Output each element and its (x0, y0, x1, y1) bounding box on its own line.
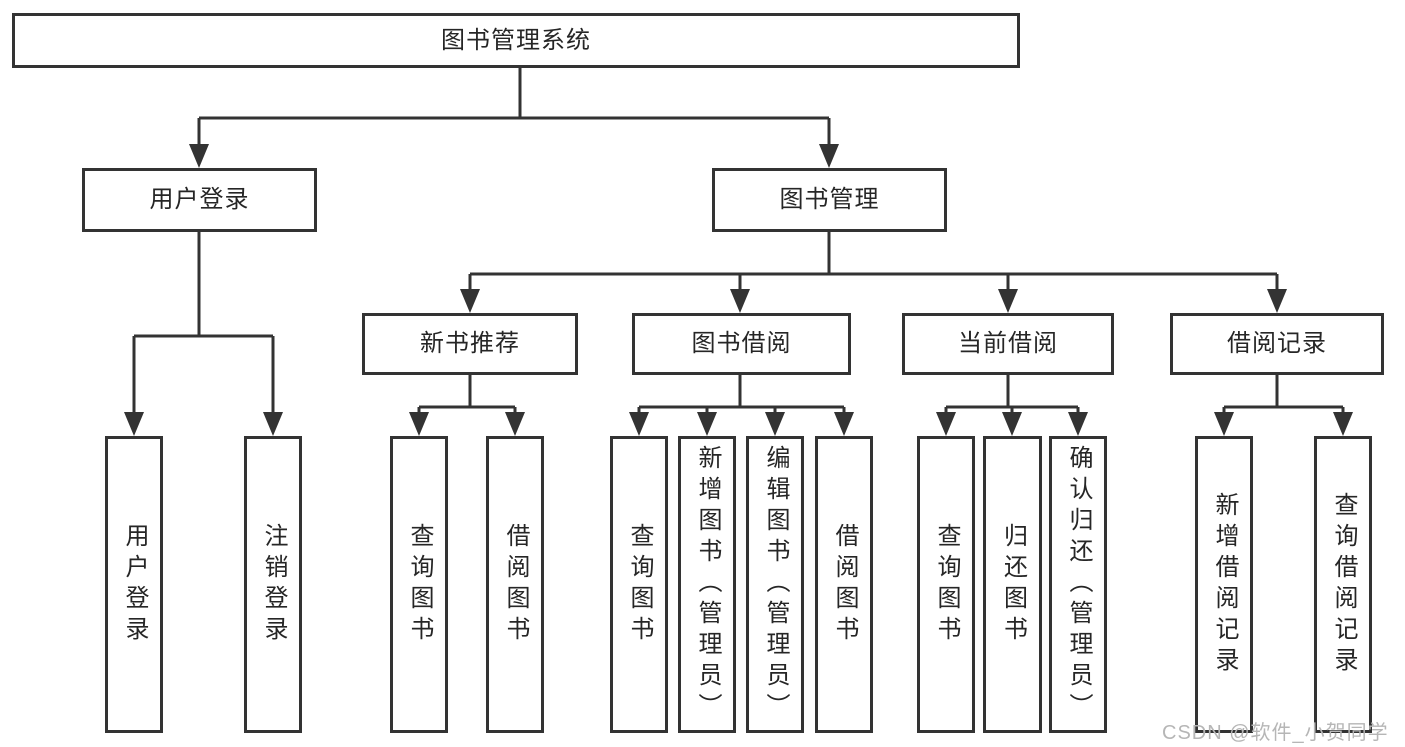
node-leaf-user-login: 用户登录 (105, 436, 163, 733)
node-label: 查询图书 (933, 522, 960, 647)
node-leaf-query-books-recommend: 查询图书 (390, 436, 448, 733)
connector-new-book-recommend-to-children (409, 375, 525, 436)
arrow-head (460, 289, 1287, 313)
node-label: 当前借阅 (958, 330, 1058, 357)
connector-line (417, 375, 517, 418)
node-label: 归还图书 (999, 522, 1027, 647)
node-label: 查询图书 (406, 522, 433, 647)
node-label: 新增借阅记录 (1211, 491, 1238, 678)
node-label: 借阅记录 (1227, 330, 1327, 357)
node-label: 借阅图书 (831, 522, 858, 647)
node-current-borrow: 当前借阅 (902, 313, 1114, 375)
node-leaf-edit-books-admin: 编辑图书（管理员） (746, 436, 804, 733)
node-new-book-recommend: 新书推荐 (362, 313, 578, 375)
connector-book-borrow-to-children (629, 375, 854, 436)
node-label: 新增图书（管理员） (694, 445, 721, 724)
node-library-management-system: 图书管理系统 (12, 13, 1020, 68)
node-leaf-borrow-books: 借阅图书 (815, 436, 873, 733)
node-label: 新书推荐 (420, 330, 520, 357)
node-leaf-query-books-current: 查询图书 (917, 436, 975, 733)
node-leaf-borrow-books-recommend: 借阅图书 (486, 436, 544, 733)
connector-user-login-to-children (124, 232, 283, 436)
arrow-head (409, 412, 525, 436)
node-label: 确认归还（管理员） (1065, 445, 1092, 724)
node-label: 图书管理 (779, 186, 880, 213)
connector-line (132, 232, 275, 418)
connector-root-to-level2 (189, 68, 839, 168)
connector-line (1222, 375, 1345, 418)
arrow-head (124, 412, 283, 436)
node-borrow-records: 借阅记录 (1170, 313, 1384, 375)
node-leaf-confirm-return-admin: 确认归还（管理员） (1049, 436, 1107, 733)
arrow-head (189, 144, 839, 168)
node-label: 图书管理系统 (441, 26, 591, 54)
node-label: 用户登录 (149, 186, 250, 213)
node-leaf-query-books-borrow: 查询图书 (610, 436, 668, 733)
connector-current-borrow-to-children (936, 375, 1088, 436)
node-label: 查询图书 (626, 522, 653, 647)
node-user-login: 用户登录 (82, 168, 317, 232)
connector-line (944, 375, 1080, 418)
arrow-head (629, 412, 854, 436)
node-leaf-add-books-admin: 新增图书（管理员） (678, 436, 736, 733)
node-label: 图书借阅 (691, 330, 792, 357)
connector-line (197, 68, 831, 150)
node-label: 借阅图书 (502, 522, 529, 647)
node-label: 编辑图书（管理员） (762, 445, 789, 724)
connector-borrow-records-to-children (1214, 375, 1353, 436)
node-book-management: 图书管理 (712, 168, 947, 232)
csdn-watermark: CSDN @软件_小贺同学 (1162, 722, 1389, 744)
node-book-borrow: 图书借阅 (632, 313, 851, 375)
connector-line (468, 232, 1279, 295)
arrow-head (1214, 412, 1353, 436)
node-label: 注销登录 (260, 522, 287, 647)
node-label: 查询借阅记录 (1330, 491, 1357, 678)
node-leaf-query-borrow-record: 查询借阅记录 (1314, 436, 1372, 733)
node-leaf-return-books: 归还图书 (983, 436, 1042, 733)
node-label: 用户登录 (121, 522, 148, 647)
node-leaf-logout: 注销登录 (244, 436, 302, 733)
connector-book-management-to-level3 (460, 232, 1287, 313)
connector-line (637, 375, 846, 418)
arrow-head (936, 412, 1088, 436)
node-leaf-add-borrow-record: 新增借阅记录 (1195, 436, 1253, 733)
